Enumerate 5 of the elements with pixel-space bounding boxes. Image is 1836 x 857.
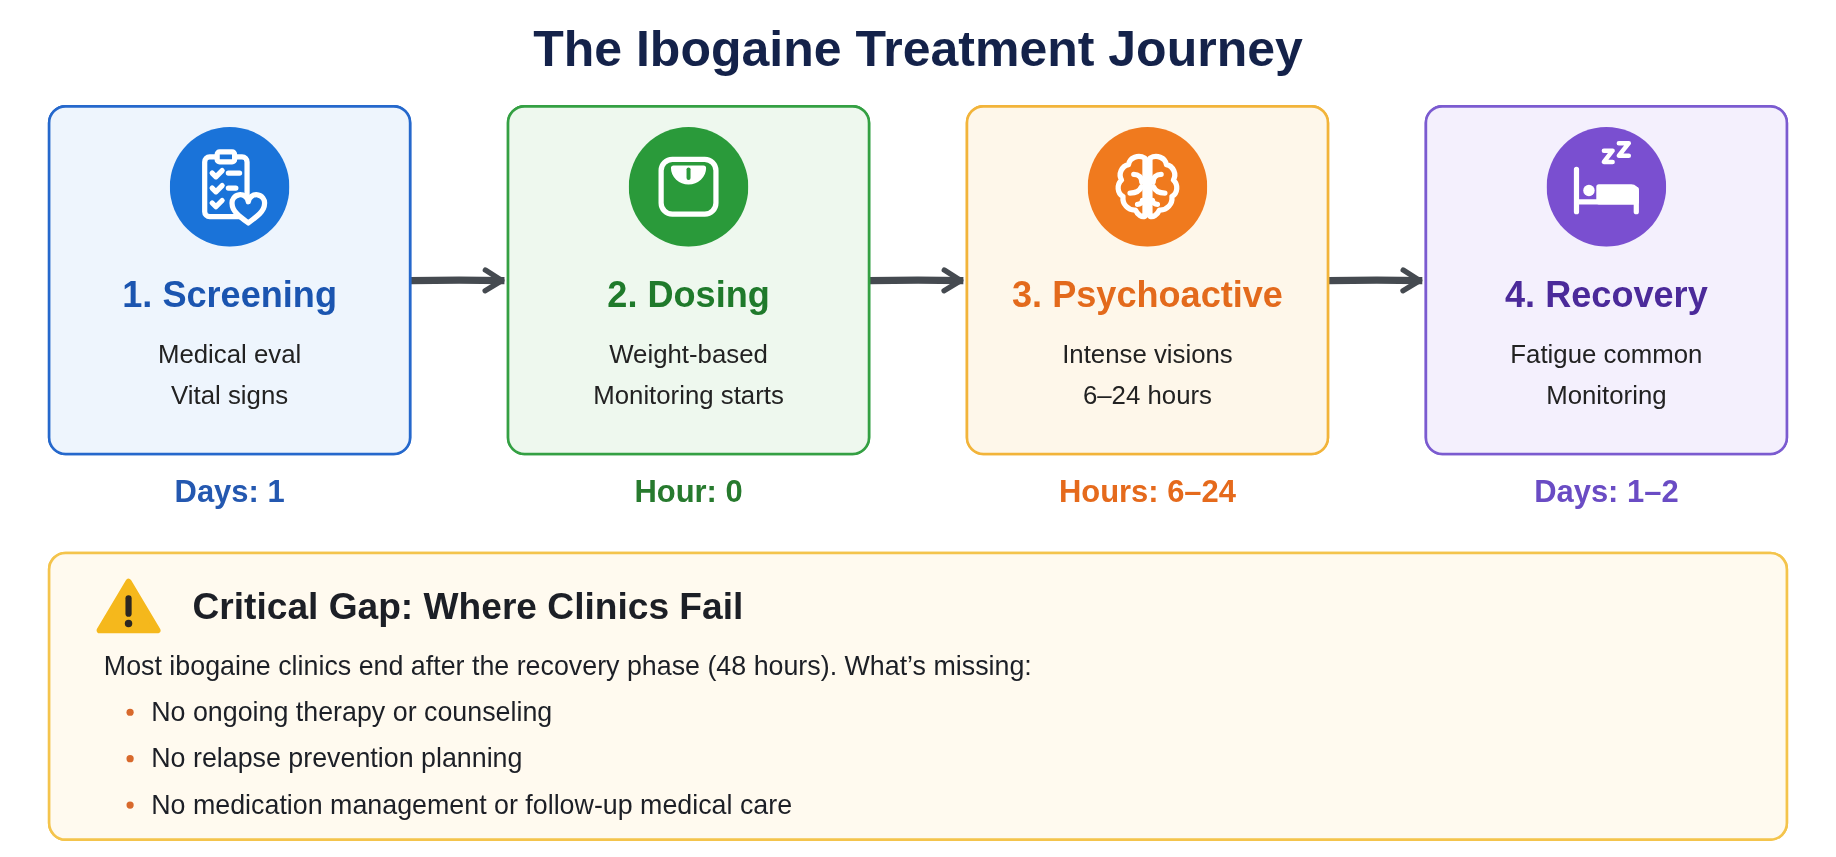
duration-label: Days: 1	[174, 474, 285, 510]
duration-label: Hour: 0	[634, 474, 743, 510]
duration-label: Days: 1–2	[1534, 474, 1679, 510]
title: The Ibogaine Treatment Journey	[532, 20, 1304, 79]
duration-label: Hours: 6–24	[1058, 474, 1236, 510]
